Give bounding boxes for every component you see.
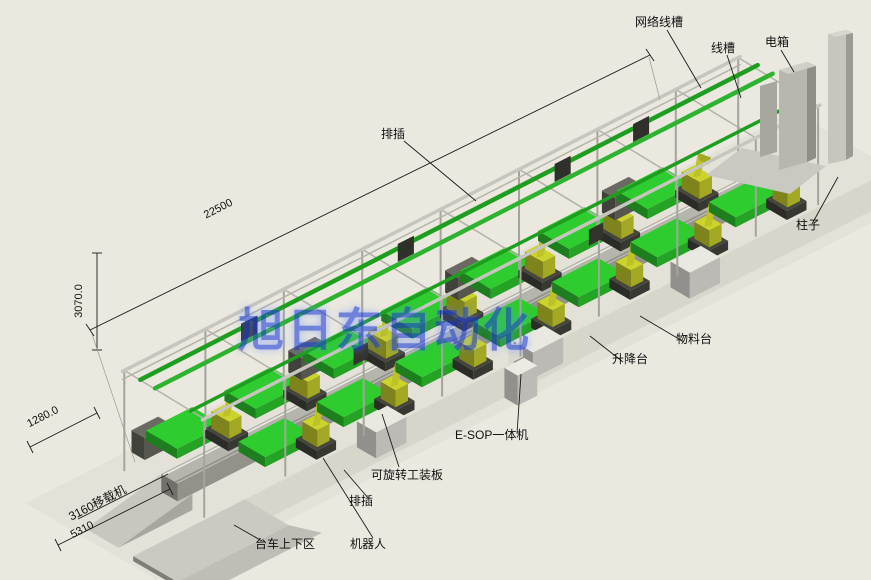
leader-network-trough [666,29,702,89]
label-cart-area: 台车上下区 [255,537,316,551]
watermark: 旭日东自动化 [238,304,532,356]
leader-lift-table [589,335,624,363]
leader-power-strip-top [403,140,477,202]
label-robot: 机器人 [350,537,387,551]
leader-pillar [811,176,839,225]
dimline-3160 [77,473,169,520]
leader-robot [322,457,374,539]
label-cable-trough: 线槽 [711,41,736,55]
label-power-strip-top: 排插 [381,127,406,141]
leader-electric-box [780,49,795,73]
dimline-5310 [57,488,171,546]
label-pillar: 柱子 [796,218,821,232]
label-rotatable-plate: 可旋转工装板 [371,468,444,482]
leader-esop [516,373,522,435]
dimline-22500 [89,54,651,331]
leader-cable-trough [726,54,742,99]
label-power-strip-bottom: 排插 [349,494,374,508]
label-esop-machine: E-SOP一体机 [455,428,529,442]
leader-cart-area [233,524,263,542]
label-lift-table: 升降台 [612,352,649,366]
leader-rotatable-plate [381,413,400,468]
leader-power-strip-bottom [343,469,370,500]
leader-material-table [639,315,685,343]
label-electric-box: 电箱 [765,35,790,49]
dimline-1280 [29,412,98,448]
label-network-trough: 网络线槽 [635,15,684,29]
label-material-table: 物料台 [676,332,713,346]
dim-frame-height: 3070.0 [72,284,85,318]
